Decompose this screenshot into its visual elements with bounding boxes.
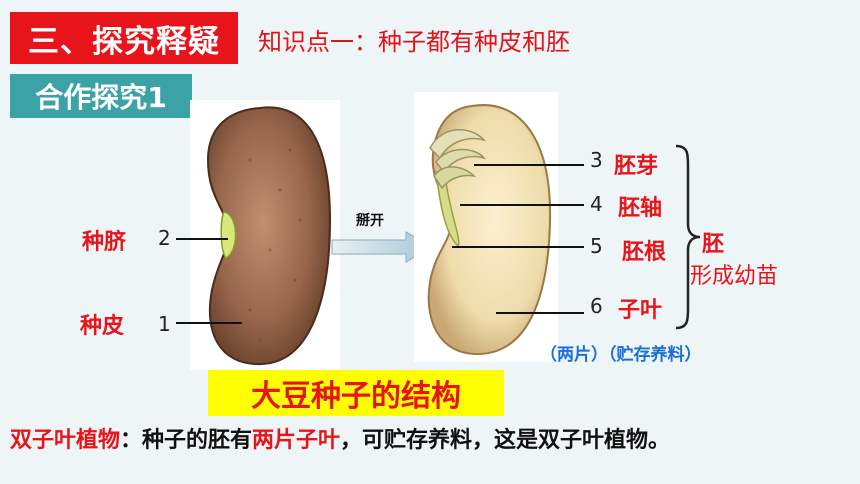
forms-seedling-text: 形成幼苗 [690,264,779,289]
radicle-shape [434,169,460,248]
seed-coat-number: 1 [158,312,171,336]
hilum-pointer [176,238,228,240]
diagram-title: 大豆种子的结构 [208,370,504,416]
plumule-pointer [474,164,584,166]
intact-seed-panel [190,100,340,370]
embryo-brace [675,144,701,330]
radicle-pointer [452,246,584,248]
opened-seed-image [427,104,552,356]
summary-end: ，可贮存养料，这是双子叶植物。 [340,428,671,453]
opened-seed-panel [414,92,558,362]
plumule-shape [429,129,487,160]
plumule-label: 胚芽 [614,154,659,179]
section-title: 三、探究释疑 [10,12,238,64]
embryo-label: 胚 [702,232,725,257]
cotyledon-pointer [496,312,584,314]
topic-text: 知识点一：种子都有种皮和胚 [258,28,570,56]
hypocotyl-label: 胚轴 [618,196,663,221]
cotyledon-note: （两片）（贮存养料） [540,345,702,365]
radicle-number: 5 [590,234,603,258]
cotyledon-number: 6 [590,294,603,318]
summary-text: 双子叶植物：种子的胚有两片子叶，可贮存养料，这是双子叶植物。 [10,422,670,454]
radicle-label: 胚根 [622,240,667,265]
seed-coat-pointer [176,322,242,324]
summary-term: 双子叶植物 [10,428,121,453]
hilum-number: 2 [158,226,171,250]
plumule-number: 3 [590,148,603,172]
summary-middle: ：种子的胚有 [120,428,253,453]
hilum-label: 种脐 [82,230,127,255]
split-open-label: 掰开 [356,213,384,229]
activity-label: 合作探究1 [10,74,192,118]
soybean-seed-image [206,106,332,366]
hilum-shape [220,211,237,259]
hypocotyl-pointer [460,204,584,206]
hypocotyl-number: 4 [590,192,603,216]
cotyledon-label: 子叶 [618,298,663,323]
seed-coat-label: 种皮 [80,314,125,339]
summary-highlight: 两片子叶 [252,428,341,453]
